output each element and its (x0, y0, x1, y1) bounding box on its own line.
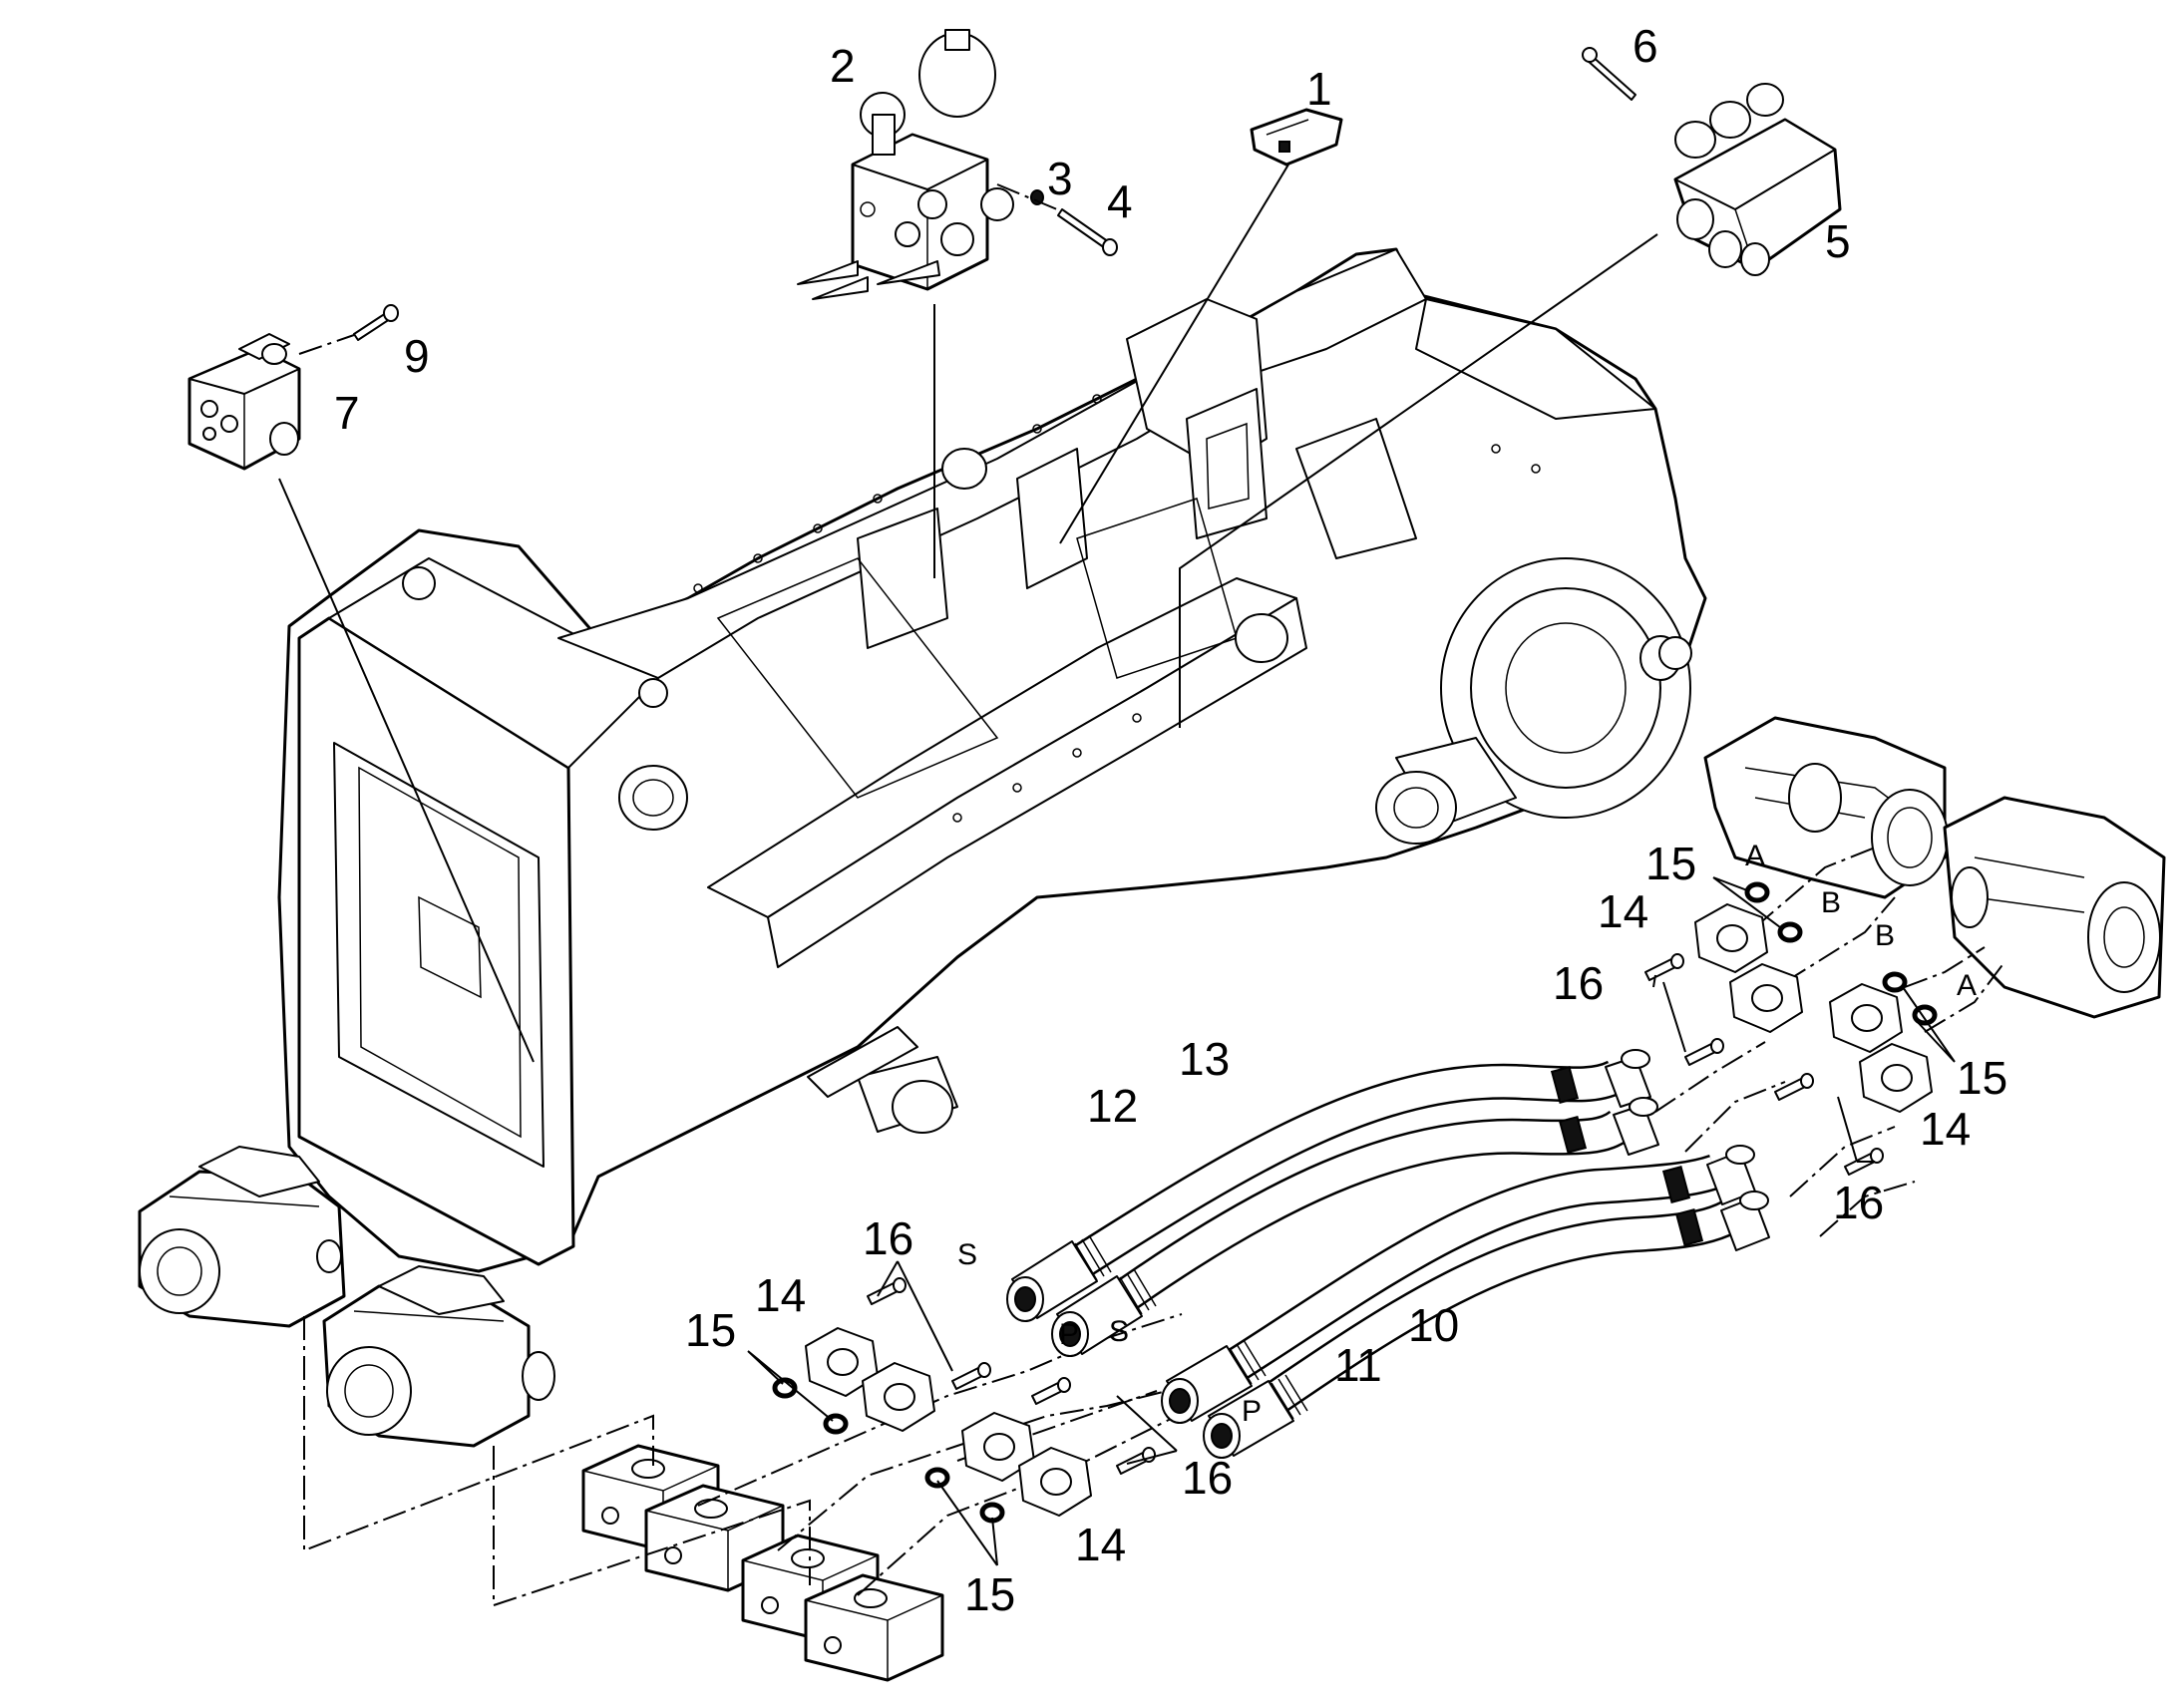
bolt-icon (1057, 208, 1118, 256)
port-label-p: P (1242, 1395, 1262, 1428)
label-10: 10 (1408, 1299, 1459, 1351)
hydraulic-pump-icon (322, 1265, 555, 1448)
label-14a: 14 (1598, 885, 1648, 937)
part-number-labels: 1 2 3 4 5 6 7 9 10 11 12 13 14 14 14 14 … (334, 20, 2007, 1620)
bolt-icon (867, 1277, 1156, 1475)
hose-fittings (1006, 1234, 1308, 1459)
split-flange-icon (1694, 903, 1933, 1113)
hydraulic-pump-icon (138, 1146, 346, 1328)
bolt-icon (353, 304, 399, 341)
port-block-icon (581, 1444, 944, 1682)
label-9: 9 (404, 330, 430, 382)
callout-lines (747, 876, 1956, 1566)
label-12: 12 (1087, 1080, 1138, 1132)
chassis-frame-icon (277, 247, 1707, 1273)
label-3: 3 (1047, 153, 1073, 204)
valve-block-icon (1673, 83, 1842, 276)
label-14d: 14 (1075, 1519, 1126, 1570)
label-16d: 16 (1182, 1452, 1233, 1504)
label-7: 7 (334, 387, 360, 439)
label-14c: 14 (755, 1269, 806, 1321)
label-15a: 15 (1645, 838, 1696, 889)
cover-icon (1250, 108, 1343, 167)
hose-icon (1261, 1199, 1739, 1416)
label-11: 11 (1334, 1339, 1382, 1391)
port-label-s: S (957, 1238, 977, 1271)
port-label-a: A (1957, 969, 1977, 1002)
label-5: 5 (1825, 215, 1851, 267)
port-label-p: P (1059, 1318, 1079, 1351)
port-label-b: B (1875, 919, 1895, 952)
valve-block-icon (797, 29, 1014, 300)
hydraulic-motor-icon (1943, 796, 2166, 1019)
valve-block-icon (187, 333, 301, 471)
bolt-icon (1582, 47, 1636, 101)
port-label-s: S (1109, 1315, 1129, 1348)
label-14b: 14 (1920, 1103, 1971, 1155)
port-label-a: A (1745, 840, 1765, 872)
label-16a: 16 (1553, 957, 1604, 1009)
label-4: 4 (1107, 175, 1133, 227)
leader-lines (278, 164, 1658, 1063)
label-16b: 16 (1833, 1177, 1884, 1228)
bolt-icon (1644, 953, 1884, 1176)
hydraulic-motor-icon (1703, 716, 1949, 899)
label-6: 6 (1633, 20, 1658, 72)
o-ring-icon (1744, 881, 1938, 1026)
label-15d: 15 (964, 1568, 1015, 1620)
label-15c: 15 (685, 1304, 736, 1356)
o-ring-icon (772, 1377, 1005, 1524)
port-label-b: B (1821, 886, 1841, 919)
label-1: 1 (1306, 63, 1332, 115)
label-16c: 16 (863, 1212, 913, 1264)
label-2: 2 (830, 40, 856, 92)
split-flange-icon (805, 1327, 1092, 1517)
label-15b: 15 (1957, 1052, 2007, 1104)
hose-icon (1067, 1060, 1625, 1280)
hose-fittings (1550, 1049, 1770, 1251)
hose-icon (1111, 1110, 1633, 1313)
label-13: 13 (1179, 1033, 1230, 1085)
port-labels: A B B A S P S P (957, 840, 1977, 1428)
